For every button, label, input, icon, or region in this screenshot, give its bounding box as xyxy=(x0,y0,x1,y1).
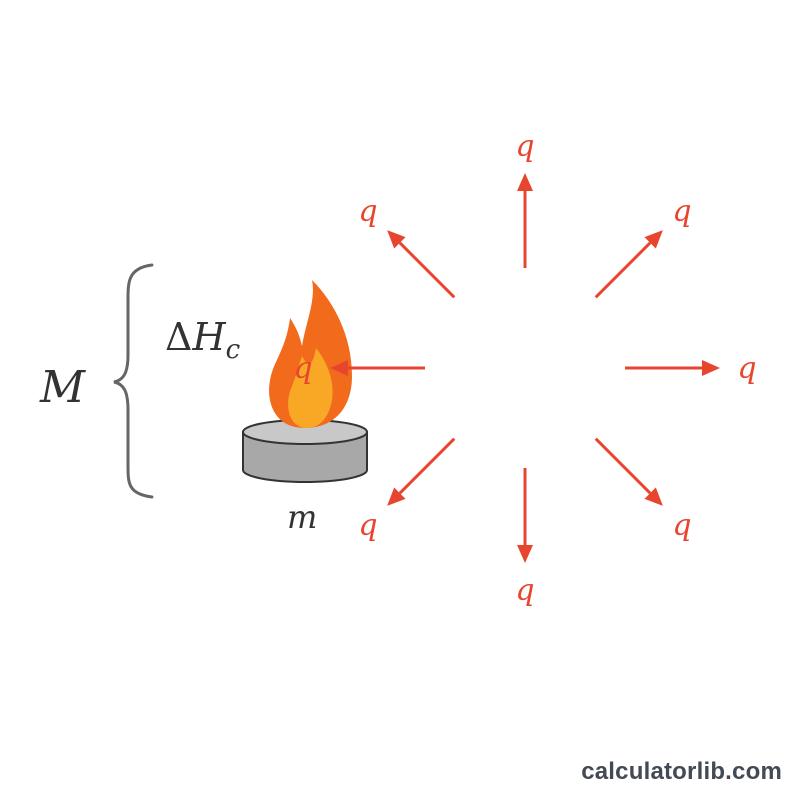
heat-label-north: q xyxy=(515,129,534,164)
heat-arrows: q q q q q q q q xyxy=(293,129,756,608)
curly-brace xyxy=(113,263,154,499)
heat-label-south: q xyxy=(515,573,534,608)
flame-inner xyxy=(288,348,333,428)
arrowhead-north-east xyxy=(644,230,663,249)
arrow-north-west xyxy=(398,241,456,299)
arrowhead-north-west xyxy=(387,230,406,249)
arrowhead-north xyxy=(517,173,533,191)
enthalpy-symbol: H xyxy=(191,315,226,359)
arrow-north-east xyxy=(594,241,652,299)
enthalpy-label: ΔHc xyxy=(165,315,241,365)
arrowhead-east xyxy=(702,360,720,376)
heat-label-west: q xyxy=(293,351,312,386)
enthalpy-subscript: c xyxy=(226,335,241,365)
molar-mass-label: M xyxy=(39,362,86,413)
arrowhead-south-west xyxy=(387,487,406,506)
heat-label-north-east: q xyxy=(672,194,691,229)
arrowhead-west xyxy=(330,360,348,376)
arrow-south-west xyxy=(398,437,456,495)
arrowhead-south-east xyxy=(644,487,663,506)
watermark: calculatorlib.com xyxy=(581,758,782,785)
flame-icon xyxy=(269,280,352,428)
burner-icon xyxy=(242,419,368,483)
heat-label-east: q xyxy=(737,351,756,386)
heat-label-south-west: q xyxy=(358,508,377,543)
arrowhead-south xyxy=(517,545,533,563)
mass-label: m xyxy=(287,498,317,536)
arrow-south-east xyxy=(594,437,652,495)
heat-label-north-west: q xyxy=(358,194,377,229)
heat-label-south-east: q xyxy=(672,508,691,543)
delta-symbol: Δ xyxy=(165,315,192,359)
